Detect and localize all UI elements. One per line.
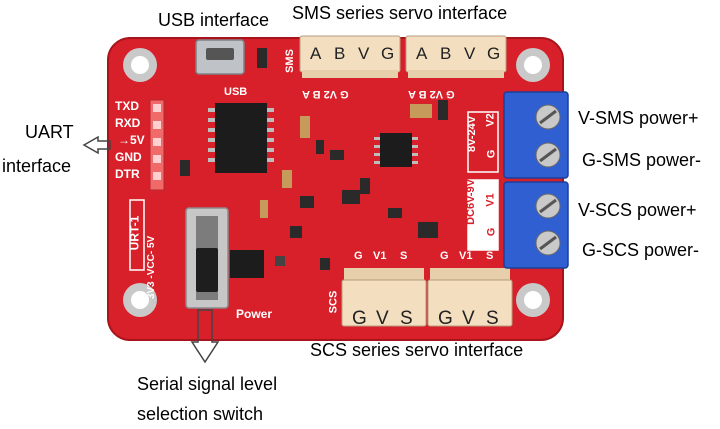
v-sms-power-label: V-SMS power+ (578, 108, 699, 128)
switch-label-line1: Serial signal level (137, 374, 278, 394)
uart-label-line2: interface (2, 156, 72, 176)
small-components (180, 48, 448, 278)
scs-right-top-g: G (440, 250, 449, 262)
sms-right-g: G (487, 44, 501, 63)
sms-silk-label: SMS (283, 49, 296, 73)
uart-header (149, 99, 165, 191)
scs-left-s: S (400, 308, 413, 329)
g-silk-label-bottom: G (485, 227, 498, 237)
level-switch (185, 207, 229, 309)
switch-silk-label: 3V3 -VCC- 5V (146, 235, 158, 300)
scs-left-v: V (376, 308, 389, 329)
urt-silk-label: URT-1 (127, 215, 142, 251)
scs-connector-right (427, 268, 513, 327)
switch-label-line2: selection switch (137, 404, 264, 424)
scs-right-g: G (438, 308, 453, 329)
uart-pin-txd: TXD (115, 99, 139, 113)
sms-left-v: V (358, 44, 370, 63)
sms-servo-interface-label: SMS series servo interface (292, 3, 508, 23)
driver-ic (374, 133, 418, 167)
sms-left-a: A (310, 44, 322, 63)
terminal-block-sms (503, 91, 569, 179)
sms-under-labels-right: G V2 B A (408, 88, 455, 100)
sms-connector-right (405, 35, 507, 78)
usb-connector (195, 39, 245, 75)
uart-pin-rxd: RXD (115, 116, 141, 130)
v-scs-power-label: V-SCS power+ (578, 200, 697, 220)
terminal-block-scs (503, 181, 569, 269)
sms-right-b: B (440, 44, 452, 63)
scs-connector-left (341, 268, 427, 327)
usb-interface-label: USB interface (158, 10, 270, 30)
g-sms-power-label: G-SMS power- (582, 150, 702, 170)
scs-right-top-v1: V1 (459, 250, 473, 262)
mounting-holes (123, 48, 550, 317)
power-silk-label: Power (236, 307, 273, 321)
sms-right-a: A (416, 44, 428, 63)
sms-under-labels-left: G V2 B A (302, 88, 349, 100)
dc8v-silk-label: 8V-24V (466, 115, 479, 153)
sms-left-g: G (381, 44, 395, 63)
switch-arrow (190, 309, 220, 364)
sms-right-v: V (464, 44, 476, 63)
sms-left-b: B (334, 44, 346, 63)
uart-pin-gnd: GND (115, 150, 142, 164)
v1-silk-label: V1 (484, 193, 497, 207)
scs-left-top-g: G (354, 250, 363, 262)
scs-servo-interface-label: SCS series servo interface (310, 340, 524, 360)
sms-connector-left (299, 35, 401, 78)
scs-left-g: G (352, 308, 367, 329)
uart-pin-dtr: DTR (115, 167, 140, 181)
scs-left-top-s: S (400, 250, 408, 262)
usb-silk-label: USB (224, 86, 248, 98)
uart-arrow (82, 135, 111, 155)
v2-silk-label: V2 (484, 113, 497, 127)
g-silk-label-top: G (485, 149, 498, 159)
scs-silk-label: SCS (327, 290, 340, 314)
main-ic (208, 103, 274, 173)
scs-right-s: S (486, 308, 499, 329)
scs-right-top-s: S (486, 250, 494, 262)
uart-pin-5v: →5V (118, 133, 145, 147)
scs-right-v: V (462, 308, 475, 329)
scs-left-top-v1: V1 (373, 250, 387, 262)
uart-label-line1: UART (25, 122, 74, 142)
dc6v-silk-label: DC6V-9V (464, 179, 477, 225)
g-scs-power-label: G-SCS power- (582, 240, 700, 260)
